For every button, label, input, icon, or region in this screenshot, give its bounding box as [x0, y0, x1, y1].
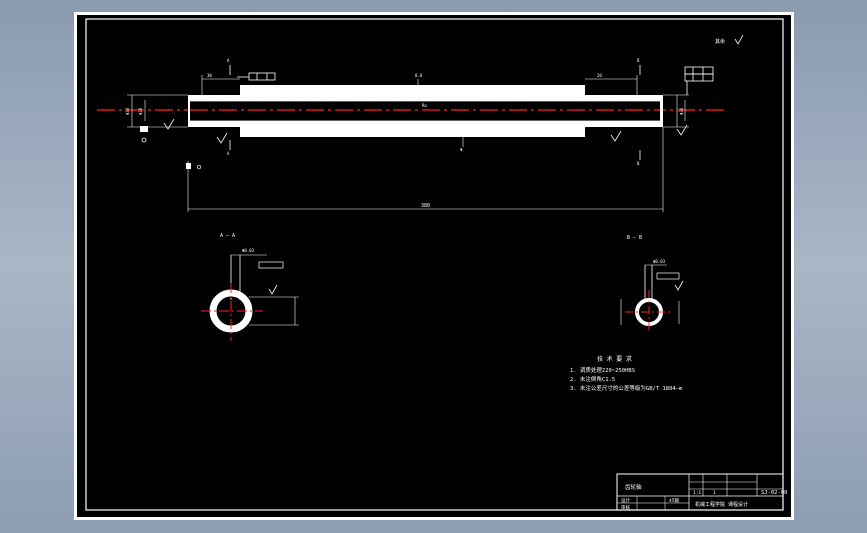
inner-bore [190, 101, 660, 121]
hatch-top [245, 89, 580, 95]
surface-finish-note: 其余 [715, 38, 725, 45]
title-scale: 1:1 [693, 490, 701, 496]
tolerance-frame-left [248, 72, 276, 81]
svg-text:B: B [637, 58, 640, 63]
shaft-main-view: A A B B 20 30 [97, 34, 744, 212]
section-a-title: A — A [220, 233, 235, 239]
tech-req-title: 技 术 要 求 [597, 355, 632, 363]
title-school: 机械工程学院 课程设计 [695, 501, 748, 508]
left-keyway [217, 127, 233, 131]
title-material: 45钢 [669, 497, 679, 504]
svg-text:20: 20 [597, 73, 602, 78]
right-keyway [597, 127, 615, 131]
section-b-title: B — B [627, 235, 642, 241]
tech-req-item-2: 2. 未注倒角C1.5 [570, 375, 615, 383]
svg-text:8.8: 8.8 [415, 73, 423, 78]
svg-text:Φ30: Φ30 [679, 107, 684, 115]
section-b-view: B — B Φ0.03 [620, 235, 684, 333]
drawing-frame [85, 18, 784, 511]
svg-text:B: B [637, 161, 640, 166]
svg-text:Ra: Ra [422, 103, 427, 108]
section-a-view: A — A Φ0.03 [201, 233, 299, 341]
title-designer: 设计 [621, 497, 630, 504]
title-part-name: 齿轮轴 [625, 483, 642, 491]
svg-text:Φ20: Φ20 [138, 107, 143, 115]
tech-req-item-1: 1. 调质处理220~250HBS [570, 366, 635, 374]
svg-text:Φ30: Φ30 [125, 107, 130, 115]
title-sheet-count: 1 [713, 490, 716, 496]
datum-a-box [140, 126, 148, 132]
svg-text:A: A [227, 58, 230, 63]
title-checker: 审核 [621, 504, 630, 511]
svg-text:Φ0.03: Φ0.03 [653, 259, 666, 264]
tech-req-item-3: 3. 未注公差尺寸的公差等级为GB/T 1804—m [570, 384, 683, 392]
svg-text:30: 30 [207, 73, 212, 78]
svg-text:Φ0.03: Φ0.03 [242, 248, 255, 253]
drawing-sheet: A A B B 20 30 [77, 15, 791, 517]
hatch-bottom [245, 126, 580, 132]
tolerance-frame-right [684, 66, 714, 75]
overall-length-label: 380 [421, 203, 430, 209]
title-drawing-number: SJ-02-00 [761, 490, 788, 496]
cad-drawing: A A B B 20 30 [85, 18, 788, 511]
svg-text:Φ: Φ [460, 147, 463, 152]
drawing-viewport[interactable]: A A B B 20 30 [74, 12, 794, 520]
technical-requirements: 技 术 要 求 1. 调质处理220~250HBS 2. 未注倒角C1.5 3.… [570, 355, 683, 392]
svg-text:A: A [227, 151, 230, 156]
title-block: 齿轮轴 SJ-02-00 1:1 1 45钢 设计 审核 机械工程学院 课程设计 [616, 473, 788, 511]
